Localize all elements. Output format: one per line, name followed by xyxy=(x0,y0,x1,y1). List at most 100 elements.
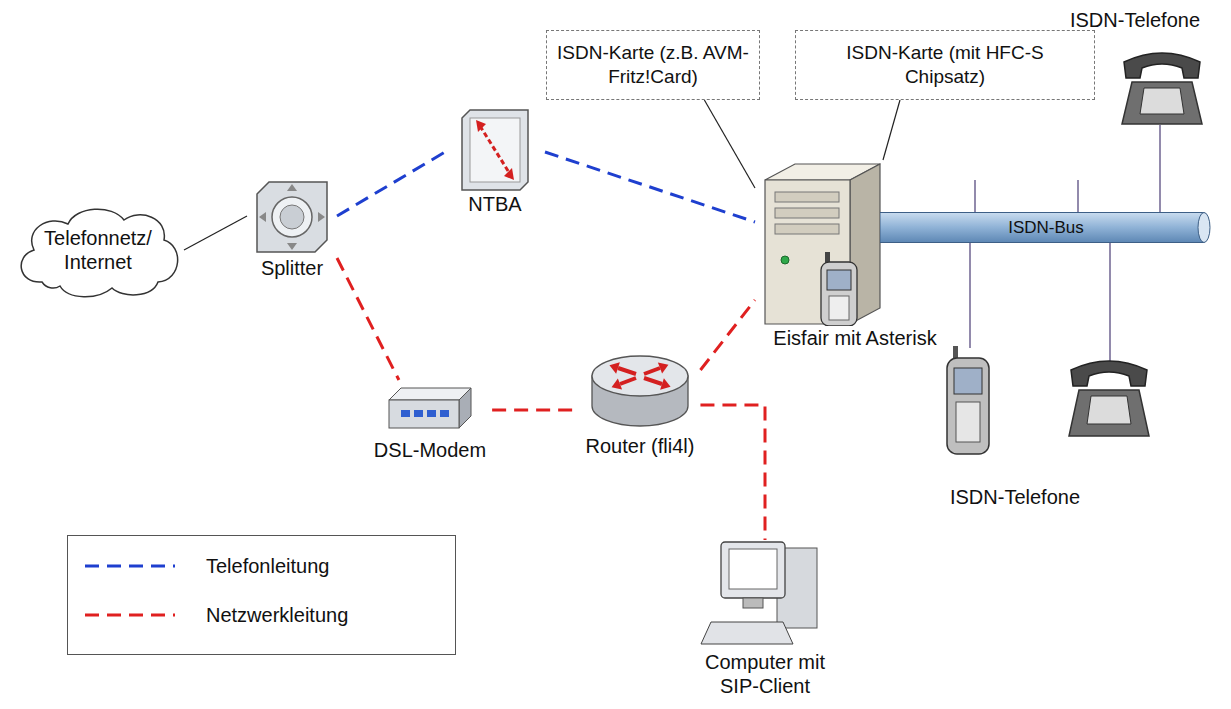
phone-keypad xyxy=(1140,88,1184,114)
modem-top xyxy=(389,388,471,400)
cable-line xyxy=(337,258,399,380)
pc-stand xyxy=(743,598,763,608)
phone-group-label: ISDN-Telefone xyxy=(1070,8,1200,32)
cable-line xyxy=(492,409,579,412)
isdn-bus: ISDN-Bus xyxy=(880,212,1212,243)
splitter-body xyxy=(257,182,327,252)
node-label: Computer mit SIP-Client xyxy=(684,650,846,698)
node-label: Telefonnetz/ Internet xyxy=(33,226,163,274)
leader-line xyxy=(704,100,755,188)
mobile-phone xyxy=(947,346,989,454)
router-top xyxy=(592,356,688,396)
ntba-arrowhead xyxy=(504,168,514,180)
router-arrow xyxy=(618,368,636,374)
phone-body xyxy=(821,262,857,326)
router-arrow xyxy=(644,368,660,374)
node-icon xyxy=(580,350,700,434)
router-icon xyxy=(592,356,688,426)
server-front xyxy=(765,180,850,324)
modem-side xyxy=(459,388,471,428)
computer: Computer mit SIP-Client xyxy=(684,540,846,698)
phone-body xyxy=(947,358,989,454)
phone-keypad xyxy=(829,296,849,320)
node-label: Eisfair mit Asterisk xyxy=(773,326,936,350)
legend-box: TelefonleitungNetzwerkleitung xyxy=(67,535,456,655)
modem-front xyxy=(389,400,459,428)
ntba-body xyxy=(462,110,528,190)
legend-line xyxy=(84,610,176,620)
node-icon xyxy=(755,160,955,326)
router-arrow xyxy=(644,378,662,384)
modem-light xyxy=(427,410,436,417)
router-arrowhead xyxy=(660,378,672,392)
ntba-arrow xyxy=(480,126,510,174)
legend-line xyxy=(84,561,176,571)
phone-display xyxy=(954,368,982,394)
node-label: Router (fli4l) xyxy=(586,434,695,458)
bus-stub xyxy=(969,243,971,348)
bus-end xyxy=(1198,213,1210,243)
node-label: ISDN-Bus xyxy=(1008,212,1084,243)
bus-stubs xyxy=(970,125,1160,362)
dsl-modem: DSL-Modem xyxy=(368,380,492,462)
cable-line xyxy=(700,300,755,370)
modem-light xyxy=(401,410,410,417)
cloud-outline xyxy=(21,209,177,297)
cable-line xyxy=(700,405,765,540)
phone-keypad xyxy=(1087,396,1131,424)
cable-line xyxy=(545,152,755,222)
node-label: NTBA xyxy=(468,192,521,216)
node-icon xyxy=(12,200,184,300)
bus-stub xyxy=(1077,180,1079,212)
server-icon xyxy=(765,164,880,326)
drive-bay xyxy=(775,208,839,218)
splitter-ring xyxy=(272,197,312,237)
cloud: Telefonnetz/ Internet xyxy=(12,200,184,300)
leader-line xyxy=(883,100,900,160)
splitter-icon xyxy=(257,182,327,252)
legend-text: Telefonleitung xyxy=(206,555,329,578)
node-icon xyxy=(370,380,490,438)
ntba: NTBA xyxy=(445,108,545,216)
phone-handset xyxy=(1071,361,1147,386)
server: Eisfair mit Asterisk xyxy=(755,160,955,350)
node-label: ISDN-Karte (mit HFC-S Chipsatz) xyxy=(838,41,1053,89)
pc-keyboard xyxy=(701,622,793,644)
splitter-core xyxy=(280,205,304,229)
modem-icon xyxy=(389,388,471,428)
node-label: ISDN-Karte (z.B. AVM-Fritz!Card) xyxy=(553,41,753,89)
desk-phone xyxy=(1069,361,1149,436)
router-arrowhead xyxy=(658,359,671,373)
node-icon xyxy=(690,540,840,650)
isdn-card-box: ISDN-Karte (mit HFC-S Chipsatz) xyxy=(795,30,1095,100)
bus-icon xyxy=(880,213,1210,243)
computer-icon xyxy=(701,542,817,644)
splitter-arrow xyxy=(287,184,297,191)
bus-stub xyxy=(1109,243,1111,362)
bus-stub xyxy=(1159,125,1161,212)
modem-light xyxy=(414,410,423,417)
drive-bay xyxy=(775,192,839,202)
cable-line xyxy=(337,152,445,216)
phone-keypad xyxy=(956,402,980,442)
phone-body xyxy=(1069,390,1149,436)
router: Router (fli4l) xyxy=(580,350,701,458)
splitter-arrow xyxy=(259,212,266,222)
legend-text: Netzwerkleitung xyxy=(206,604,348,627)
phone-body xyxy=(1122,82,1202,124)
router-arrowhead xyxy=(608,359,620,373)
cloud-icon xyxy=(21,209,177,297)
pc-screen xyxy=(729,549,777,589)
legend-entry: Telefonleitung xyxy=(84,552,329,580)
modem-light xyxy=(440,410,449,417)
phone-handset xyxy=(1124,53,1200,78)
desk-phone xyxy=(1122,53,1202,124)
ntba-front xyxy=(470,118,520,182)
node-icon xyxy=(247,178,337,256)
bus-stub xyxy=(974,180,976,212)
node-icon xyxy=(445,108,545,192)
splitter-arrow xyxy=(318,212,325,222)
node-label: Splitter xyxy=(261,256,323,280)
legend-entry: Netzwerkleitung xyxy=(84,601,348,629)
leader-line xyxy=(184,216,247,250)
